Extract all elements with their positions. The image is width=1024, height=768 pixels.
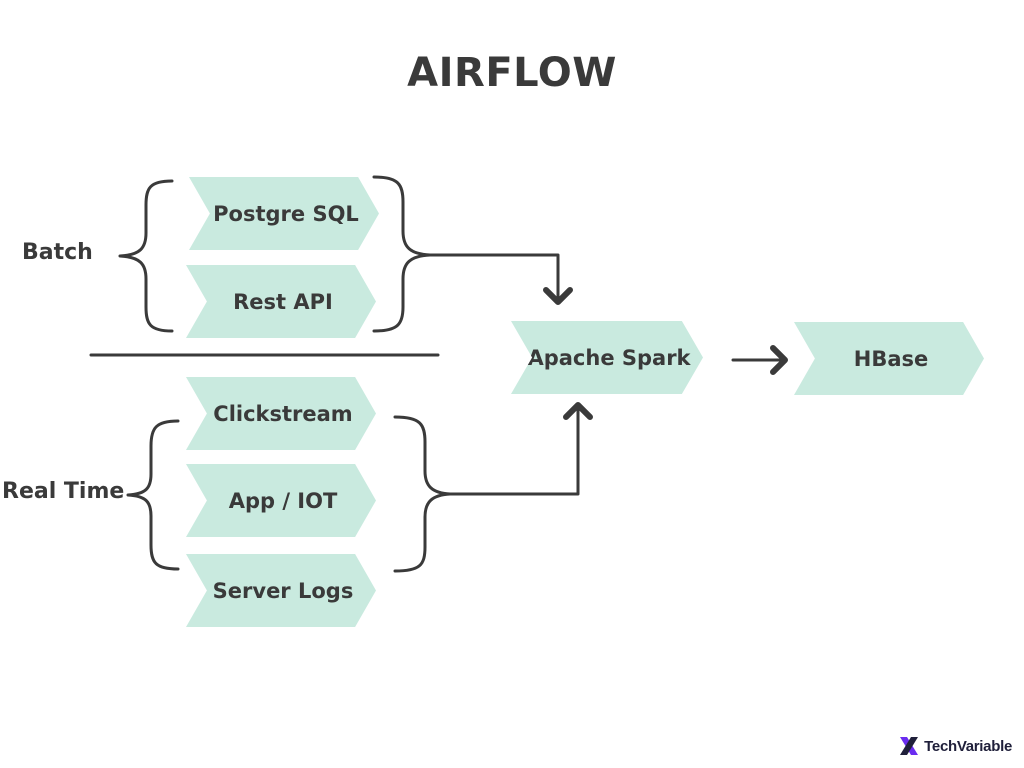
- source-label: Rest API: [233, 289, 333, 314]
- processor-apache-spark: Apache Spark: [511, 321, 703, 394]
- realtime-to-spark-connector: [448, 402, 593, 496]
- real-time-label: Real Time: [2, 479, 125, 504]
- batch-right-brace: [372, 175, 432, 333]
- batch-label: Batch: [22, 240, 93, 265]
- source-server-logs: Server Logs: [186, 554, 376, 627]
- source-label: Postgre SQL: [213, 201, 359, 226]
- brand-name: TechVariable: [924, 737, 1012, 755]
- batch-left-brace: [118, 179, 174, 333]
- sink-hbase: HBase: [794, 322, 984, 395]
- realtime-left-brace: [126, 419, 180, 571]
- x-logo-icon: [900, 737, 919, 755]
- source-app-iot: App / IOT: [186, 464, 376, 537]
- source-label: Clickstream: [213, 401, 353, 426]
- source-postgre-sql: Postgre SQL: [189, 177, 379, 250]
- source-label: Server Logs: [212, 578, 354, 603]
- realtime-right-brace: [393, 415, 452, 573]
- source-rest-api: Rest API: [186, 265, 376, 338]
- batch-to-spark-connector: [428, 253, 573, 305]
- processor-label: Apache Spark: [527, 345, 691, 370]
- source-label: App / IOT: [228, 488, 338, 513]
- diagram-title: AIRFLOW: [407, 50, 617, 96]
- sink-label: HBase: [853, 346, 929, 371]
- brand-logo: TechVariable: [898, 736, 1012, 756]
- source-clickstream: Clickstream: [186, 377, 376, 450]
